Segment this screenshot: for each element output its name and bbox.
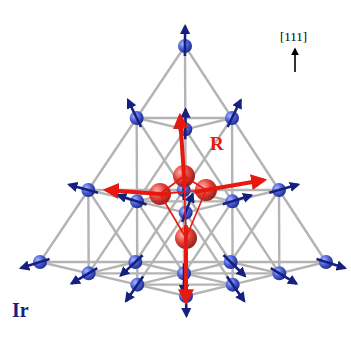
bond-line — [40, 262, 89, 273]
bond-line — [89, 273, 138, 284]
r-bond — [184, 176, 206, 190]
bond-line — [186, 285, 233, 296]
r-moment-arrow — [180, 116, 185, 188]
bond-line — [232, 118, 279, 190]
ir-moment-arrow — [316, 259, 345, 268]
bond-line — [231, 261, 326, 263]
ir-moment-arrow — [182, 194, 192, 222]
bond-line — [137, 46, 185, 118]
ir-moment-arrow — [184, 109, 187, 139]
ir-moment-arrow — [121, 255, 143, 275]
ir-moment-arrow — [269, 185, 298, 193]
bond-line — [88, 190, 135, 262]
r-bond — [160, 194, 186, 238]
r-moment-arrow — [184, 225, 188, 302]
ir-moment-arrow — [227, 277, 244, 301]
bond-line — [185, 46, 232, 118]
atom-label: Ir — [12, 300, 29, 320]
axis-label: [111] — [280, 30, 307, 43]
bond-line — [137, 285, 186, 296]
bond-line — [135, 261, 230, 263]
ir-moment-arrow — [118, 195, 147, 204]
bond-line — [279, 262, 326, 273]
r-bond — [160, 176, 184, 194]
bond-line — [137, 118, 186, 129]
bond-line — [40, 190, 88, 262]
bond-line — [40, 261, 135, 263]
r-moment-arrow — [106, 190, 171, 195]
r-moment-arrow — [194, 180, 264, 192]
axis-arrow — [294, 49, 296, 72]
bond-line — [89, 272, 184, 274]
bond-line — [185, 118, 232, 129]
r-bond — [186, 190, 206, 238]
ir-moment-arrow — [128, 100, 141, 127]
ir-moment-arrow — [224, 255, 245, 276]
ir-moment-arrow — [271, 268, 297, 283]
bond-line — [184, 272, 279, 274]
ir-moment-arrow — [126, 276, 143, 301]
ir-moment-arrow — [71, 268, 97, 283]
ir-moment-arrow — [69, 185, 98, 193]
ir-moment-arrow — [184, 26, 187, 56]
bond-line — [279, 190, 326, 262]
bond-line — [88, 118, 136, 190]
ir-moment-arrow — [228, 100, 241, 127]
atom-label: R — [210, 134, 224, 153]
bond-line — [233, 273, 280, 284]
ir-moment-arrow — [223, 195, 252, 204]
ir-moment-arrow — [21, 259, 50, 268]
